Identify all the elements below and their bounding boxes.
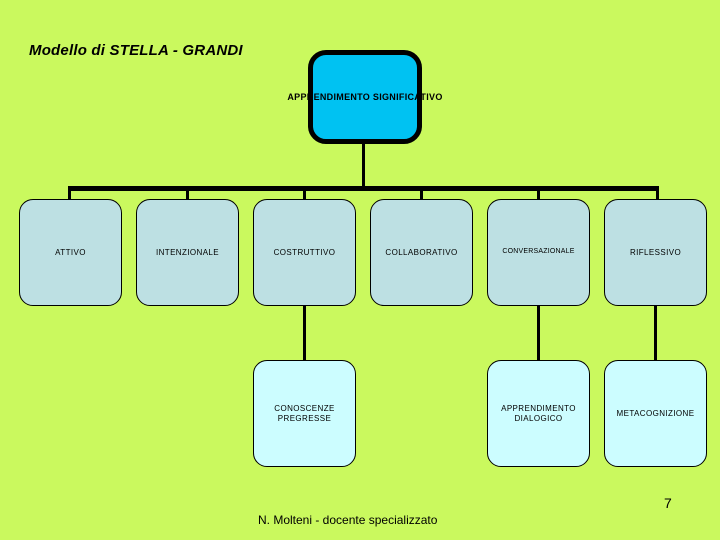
node-riflessivo[interactable]: RIFLESSIVO (604, 199, 707, 306)
node-conoscenze-pregresse[interactable]: CONOSCENZE PREGRESSE (253, 360, 356, 467)
node-conversazionale[interactable]: CONVERSAZIONALE (487, 199, 590, 306)
node-collaborativo[interactable]: COLLABORATIVO (370, 199, 473, 306)
connector-horizontal-bus (68, 186, 659, 191)
node-label: METACOGNIZIONE (616, 408, 695, 418)
node-label: CONOSCENZE PREGRESSE (274, 403, 335, 423)
connector-conversazionale-to-apprendimento-dialogico (537, 305, 540, 362)
connector-bus-drop-2 (186, 188, 189, 201)
connector-root-stem (362, 144, 365, 188)
connector-riflessivo-to-metacognizione (654, 305, 657, 362)
node-label: RIFLESSIVO (629, 247, 682, 257)
connector-costruttivo-to-conoscenze (303, 305, 306, 362)
node-label: CONVERSAZIONALE (502, 248, 575, 256)
node-label: APPRENDIMENTO SIGNIFICATIVO (287, 91, 443, 102)
node-label: COLLABORATIVO (385, 247, 458, 257)
connector-bus-drop-5 (537, 188, 540, 201)
node-label: ATTIVO (55, 247, 86, 257)
node-costruttivo[interactable]: COSTRUTTIVO (253, 199, 356, 306)
node-label: COSTRUTTIVO (273, 247, 336, 257)
node-apprendimento-significativo[interactable]: APPRENDIMENTO SIGNIFICATIVO (287, 50, 442, 144)
node-metacognizione[interactable]: METACOGNIZIONE (604, 360, 707, 467)
connector-bus-drop-3 (303, 188, 306, 201)
node-label: APPRENDIMENTO DIALOGICO (501, 403, 576, 423)
connector-bus-drop-4 (420, 188, 423, 201)
connector-bus-drop-1 (68, 188, 71, 201)
node-intenzionale[interactable]: INTENZIONALE (136, 199, 239, 306)
page-title: Modello di STELLA - GRANDI (29, 42, 243, 59)
footer-note: N. Molteni - docente specializzato (258, 513, 438, 527)
node-label: INTENZIONALE (155, 247, 220, 257)
node-attivo[interactable]: ATTIVO (19, 199, 122, 306)
node-apprendimento-dialogico[interactable]: APPRENDIMENTO DIALOGICO (487, 360, 590, 467)
connector-bus-drop-6 (656, 188, 659, 201)
page-number: 7 (664, 495, 672, 511)
